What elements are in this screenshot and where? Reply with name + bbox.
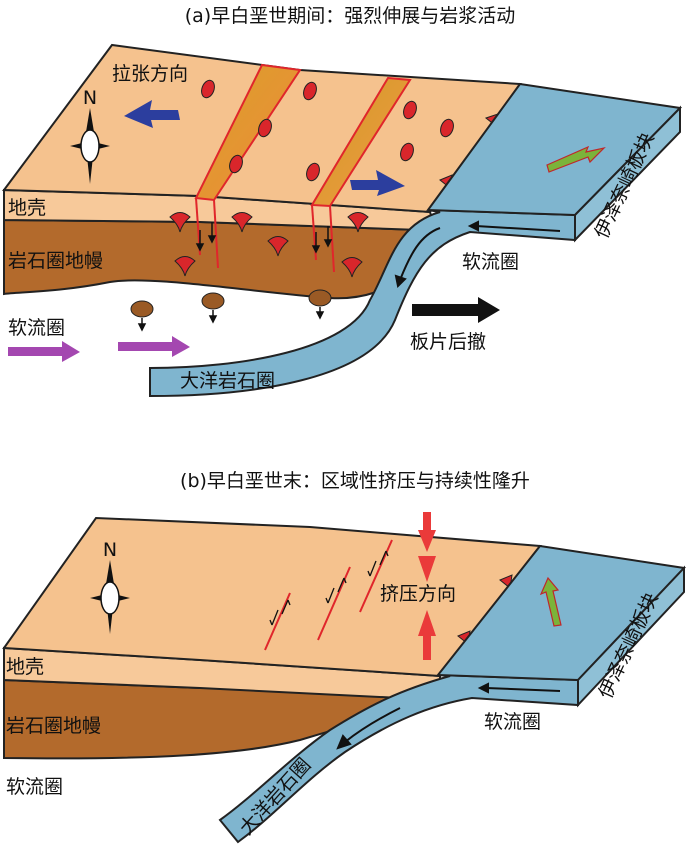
panel-a-north-label: N	[83, 87, 97, 109]
panel-b-compression-label: 挤压方向	[380, 583, 456, 605]
panel-b-fault-arrows	[269, 550, 389, 626]
panel-a-north-compass: N	[70, 87, 110, 184]
panel-b-slab-arrows	[336, 682, 561, 750]
panel-a-plate-side	[574, 105, 681, 243]
panel-a-slab-arrows	[394, 220, 561, 289]
panel-a-extension-label: 拉张方向	[112, 63, 188, 85]
panel-a-crust-label: 地壳	[8, 197, 46, 219]
panel-a-magma-ellipses	[201, 79, 454, 182]
panel-b: (b)早白垩世末：区域性挤压与持续性隆升	[2, 470, 687, 844]
panel-a-asthenosphere-right-label: 软流圈	[462, 251, 519, 273]
panel-b-compression-arrow-up	[418, 610, 436, 660]
panel-b-title: (b)早白垩世末：区域性挤压与持续性隆升	[180, 470, 530, 492]
panel-a: (a)早白垩世期间：强烈伸展与岩浆活动	[2, 5, 683, 398]
panel-b-compression-arrow-down	[418, 512, 436, 582]
panel-b-plate-motion-arrow	[539, 576, 562, 627]
panel-a-asthenosphere-arrow-2	[118, 336, 190, 357]
panel-a-extension-arrow-left	[124, 100, 180, 128]
panel-a-mantle-label: 岩石圈地幔	[8, 250, 103, 272]
panel-a-rollback-arrow	[412, 297, 500, 323]
panel-b-mantle-label: 岩石圈地幔	[6, 715, 101, 737]
panel-a-rollback-label: 板片后撤	[410, 331, 486, 353]
panel-a-asthenosphere-arrow-1	[8, 341, 80, 362]
panel-b-plate-side	[577, 565, 685, 708]
panel-a-oceanic-label: 大洋岩石圈	[180, 370, 275, 392]
panel-b-north-compass: N	[90, 539, 130, 634]
panel-a-asthenosphere-left-label: 软流圈	[8, 317, 65, 339]
panel-a-extension-arrow-right	[350, 170, 405, 196]
panel-a-diapirs	[130, 289, 332, 332]
panel-b-crust-label: 地壳	[6, 656, 44, 678]
panel-b-north-label: N	[103, 539, 117, 561]
panel-b-asthenosphere-right-label: 软流圈	[484, 711, 541, 733]
panel-a-title: (a)早白垩世期间：强烈伸展与岩浆活动	[185, 5, 515, 27]
panel-b-asthenosphere-left-label: 软流圈	[6, 776, 63, 798]
panel-b-oceanic-label: 大洋岩石圈	[235, 754, 315, 839]
panel-a-fault-slip-arrows	[195, 222, 333, 254]
panel-a-plate-motion-arrow	[546, 145, 606, 173]
panel-a-magma-drops	[169, 212, 369, 278]
